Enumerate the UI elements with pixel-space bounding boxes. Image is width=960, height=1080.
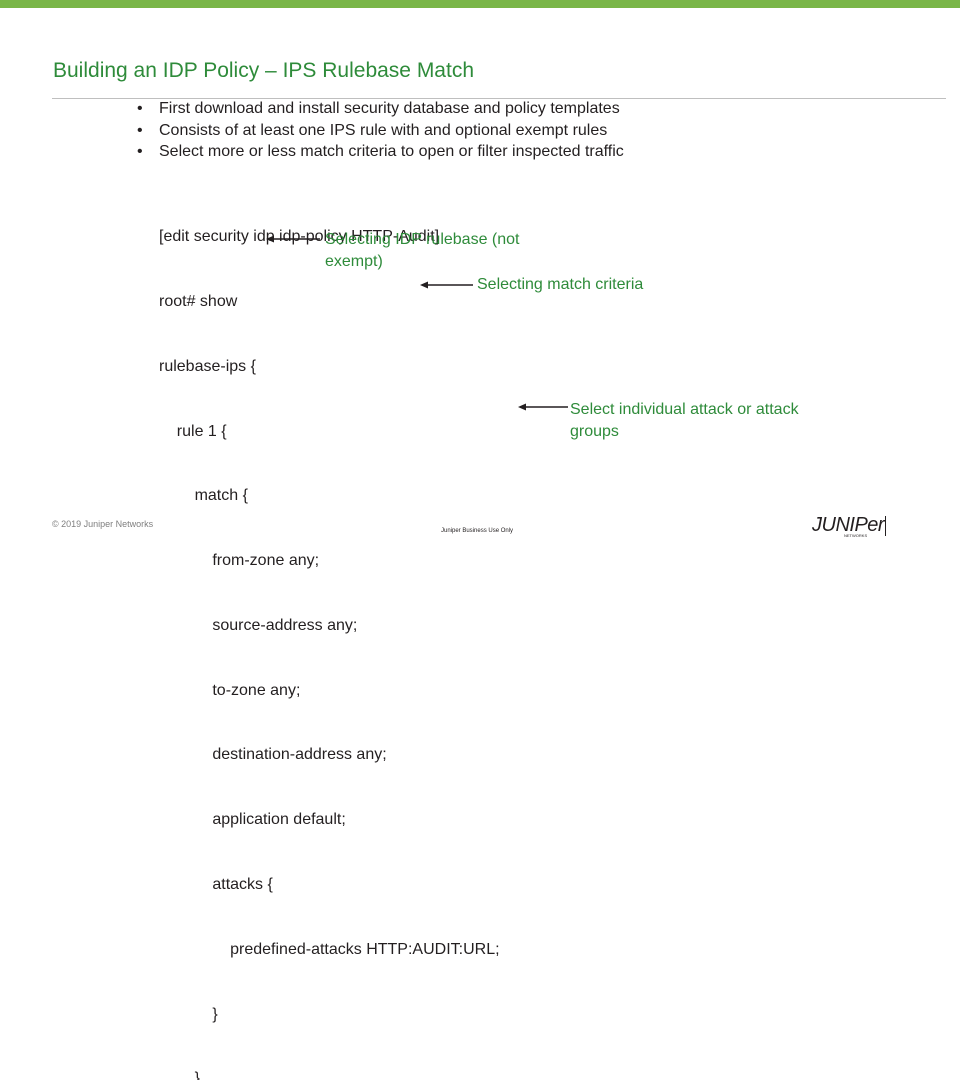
code-line: to-zone any; — [159, 681, 301, 699]
callout-attacks-line1: Select individual attack or attack — [570, 401, 799, 418]
callout-attacks: Select individual attack or attack group… — [570, 399, 799, 442]
slide-title: Building an IDP Policy – IPS Rulebase Ma… — [53, 59, 475, 82]
code-line: from-zone any; — [159, 552, 320, 570]
callout-arrows — [266, 235, 568, 411]
code-line: destination-address any; — [159, 746, 387, 764]
code-line: } — [159, 1070, 200, 1080]
title-divider — [52, 98, 946, 99]
arrow-attacks — [518, 403, 568, 411]
code-line: [edit security idp idp-policy HTTP-Audit… — [159, 228, 440, 246]
bullet-text: First download and install security data… — [159, 100, 620, 117]
bullet-item: • First download and install security dat… — [137, 98, 624, 120]
code-line: match { — [159, 487, 248, 505]
bullet-item: • Select more or less match criteria to o… — [137, 141, 624, 163]
arrow-match — [420, 281, 473, 289]
code-line: rulebase-ips { — [159, 357, 256, 375]
bullet-text: Select more or less match criteria to op… — [159, 143, 624, 160]
logo-wordmark: JUNIPer — [812, 514, 885, 536]
callout-rulebase-line2: exempt) — [325, 252, 383, 270]
classification-text: Juniper Business Use Only — [441, 528, 514, 534]
arrow-rulebase — [266, 235, 320, 243]
code-line: } — [159, 1005, 218, 1023]
bullet-item: • Consists of at least one IPS rule with … — [137, 120, 624, 142]
logo-subtext: NETWORKS — [844, 533, 868, 538]
callout-attacks-line2: groups — [570, 422, 619, 440]
code-line: application default; — [159, 811, 346, 829]
callout-rulebase-line1: Selecting IDP rulebase (not — [325, 231, 520, 248]
bullet-marker: • — [137, 100, 143, 117]
callout-rulebase: Selecting IDP rulebase (not exempt) — [325, 229, 519, 272]
code-line: root# show — [159, 292, 238, 310]
copyright-text: © 2019 Juniper Networks — [52, 519, 154, 529]
bullet-list: • First download and install security dat… — [137, 98, 624, 163]
juniper-logo: JUNIPer NETWORKS — [812, 514, 885, 539]
code-line: rule 1 { — [159, 422, 227, 440]
callout-match: Selecting match criteria — [477, 276, 644, 293]
bullet-marker: • — [137, 143, 143, 160]
top-accent-bar — [0, 0, 960, 8]
code-line: predefined-attacks HTTP:AUDIT:URL; — [159, 940, 500, 958]
code-line: attacks { — [159, 876, 273, 893]
bullet-text: Consists of at least one IPS rule with a… — [159, 121, 608, 139]
code-line: source-address any; — [159, 616, 358, 634]
logo-divider — [885, 516, 886, 536]
bullet-marker: • — [137, 121, 143, 139]
